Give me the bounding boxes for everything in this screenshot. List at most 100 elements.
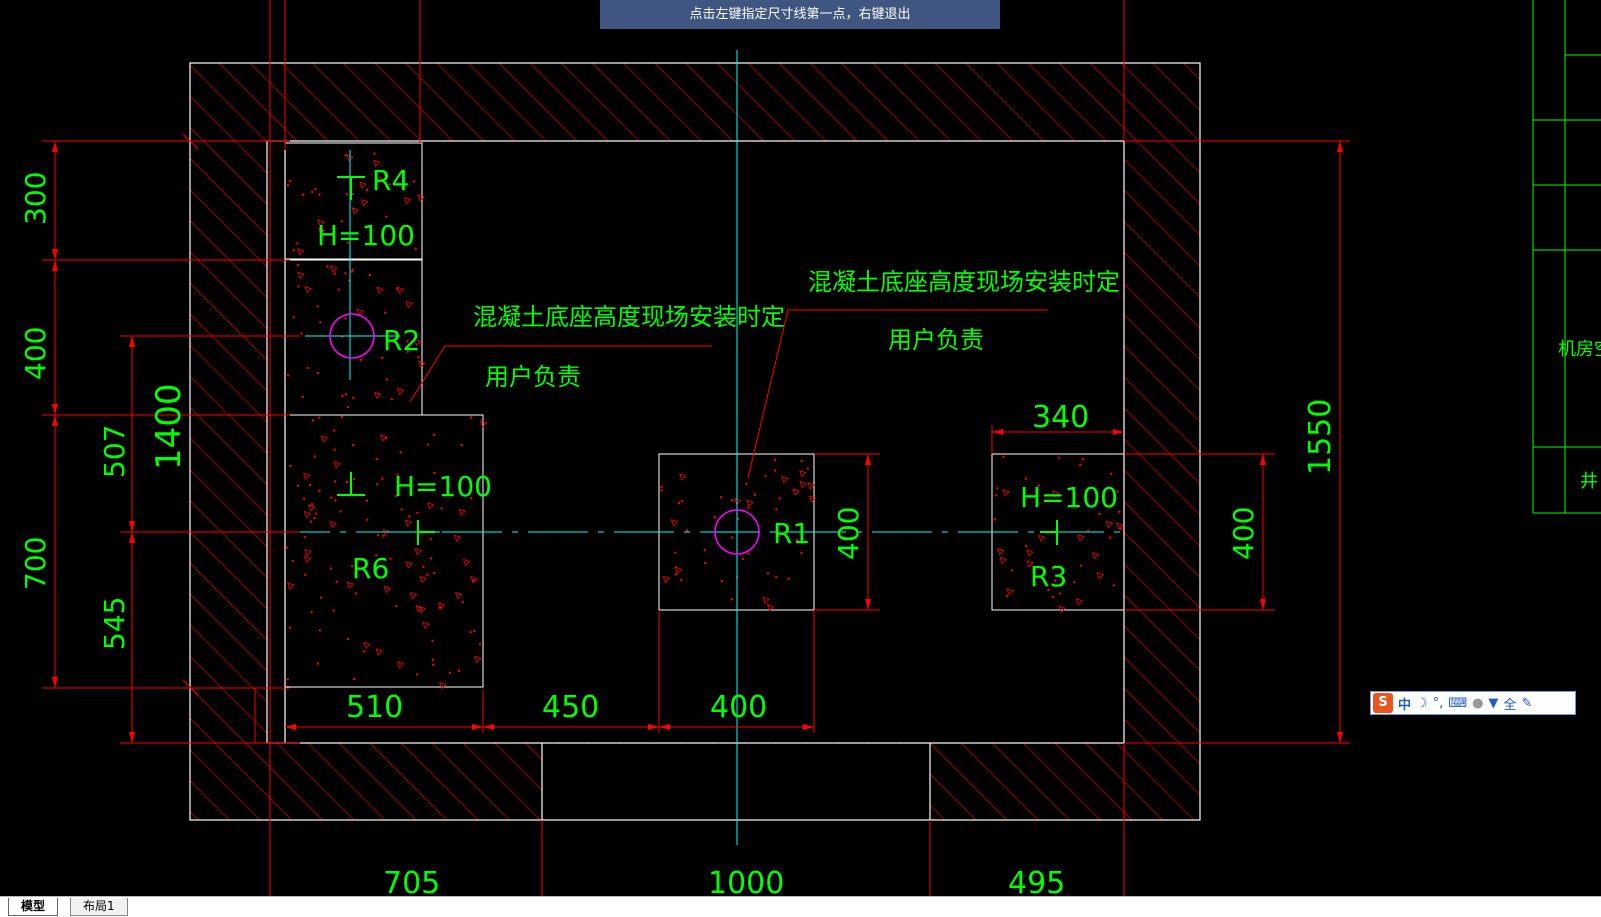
dim-bot-450: 450 <box>542 690 599 725</box>
note-left-line2: 用户负责 <box>485 363 581 391</box>
speckle-triangle <box>458 508 467 517</box>
speckle-triangle <box>670 519 679 527</box>
speckle-triangle <box>375 175 384 184</box>
dimension-arrows <box>52 141 1343 743</box>
wrench-icon[interactable]: ✎ <box>1521 695 1533 711</box>
rail-symbols <box>337 176 1058 545</box>
speckle-dot <box>388 183 391 186</box>
dim-left-300: 300 <box>19 172 52 225</box>
speckle-dot <box>775 575 778 579</box>
speckle-triangle <box>303 555 312 563</box>
speckle-dot <box>431 658 435 662</box>
speckle-dot <box>1112 584 1115 587</box>
dim-r1-400: 400 <box>832 507 865 560</box>
dim-right-1550: 1550 <box>1303 399 1338 475</box>
speckle-dot <box>778 497 781 500</box>
base-r6[interactable] <box>284 414 484 688</box>
speckle-dot <box>345 193 349 196</box>
speckle-dot <box>296 242 299 245</box>
speckle-triangle <box>304 548 312 557</box>
moon-icon[interactable]: ☽ <box>1416 695 1428 711</box>
tab-layout1[interactable]: 布局1 <box>70 898 128 916</box>
ime-toolbar[interactable]: S 中 ☽ °, ⌨ ● ▼ 全 ✎ <box>1370 691 1576 715</box>
cad-drawing-canvas[interactable]: R4 H=100 R2 H=100 R6 R1 H=100 R3 混凝土底座高度… <box>0 0 1601 896</box>
speckle-dot <box>415 673 419 676</box>
speckle-triangle <box>776 530 784 538</box>
speckle-dot <box>310 611 313 614</box>
speckle-triangle <box>418 360 426 368</box>
speckle-triangle <box>1052 490 1060 498</box>
base-r4[interactable] <box>284 142 423 260</box>
label-h-r6: H=100 <box>394 470 492 503</box>
speckle-triangle <box>808 495 817 503</box>
fullwidth-label[interactable]: 全 <box>1503 697 1517 713</box>
speckle-triangle <box>1091 551 1100 560</box>
speckle-dot <box>1116 490 1119 493</box>
speckle-dot <box>730 499 734 502</box>
label-r2: R2 <box>383 324 420 357</box>
speckle-dot <box>460 443 463 447</box>
user-icon[interactable]: ● <box>1472 695 1484 711</box>
speckle-dot <box>346 241 349 244</box>
speckle-dot <box>318 489 321 493</box>
speckle-dot <box>996 487 999 490</box>
speckle-dot <box>362 650 366 653</box>
dim-bot-705: 705 <box>383 866 440 896</box>
speckle-triangle <box>373 159 381 167</box>
speckle-triangle <box>360 198 369 207</box>
speckle-triangle <box>762 596 770 605</box>
speckle-dot <box>297 285 300 288</box>
speckle-dot <box>286 678 289 681</box>
speckle-dot <box>346 405 350 409</box>
speckle-dot <box>289 626 292 629</box>
speckle-dot <box>333 448 336 451</box>
speckle-triangle <box>426 502 435 510</box>
speckle-triangle <box>437 602 446 610</box>
command-prompt-bar: 点击左键指定尺寸线第一点，右键退出 <box>600 0 1000 29</box>
speckle-dot <box>311 419 315 422</box>
speckle-dot <box>365 188 369 192</box>
axis-lines <box>270 50 1130 845</box>
speckle-dot <box>366 518 369 521</box>
speckle-dot <box>344 272 347 275</box>
speckle-triangle <box>376 286 384 295</box>
speckle-dot <box>286 184 290 187</box>
speckle-triangle <box>474 655 482 664</box>
speckle-dot <box>314 512 318 515</box>
ime-mode-toggle[interactable]: 中 <box>1398 697 1412 713</box>
speckle-triangle <box>303 510 312 519</box>
speckle-dot <box>385 378 389 381</box>
speckle-dot <box>1079 463 1082 467</box>
speckle-dot <box>417 356 420 359</box>
keyboard-icon[interactable]: ⌨ <box>1448 695 1468 711</box>
speckle-triangle <box>746 499 754 508</box>
speckle-triangle <box>480 420 488 428</box>
tab-model[interactable]: 模型 <box>8 898 59 916</box>
speckle-dot <box>406 340 409 343</box>
speckle-triangle <box>383 585 391 594</box>
speckle-dot <box>775 508 778 511</box>
speckle-dot <box>680 499 684 503</box>
speckle-dot <box>400 508 403 511</box>
speckle-triangle <box>1026 560 1034 568</box>
speckle-triangle <box>996 547 1005 556</box>
speckle-dot <box>304 573 307 577</box>
speckle-dot <box>995 494 998 497</box>
sogou-logo-icon[interactable]: S <box>1373 693 1393 713</box>
speckle-dot <box>438 606 442 610</box>
speckle-dot <box>1058 456 1061 459</box>
label-r1: R1 <box>773 517 810 550</box>
speckle-dot <box>340 415 344 419</box>
pipe-circles <box>329 313 760 555</box>
speckle-dot <box>800 459 803 463</box>
shirt-icon[interactable]: ▼ <box>1488 695 1499 711</box>
speckle-dot <box>310 190 314 194</box>
speckle-triangle <box>792 488 800 496</box>
dim-bot-495: 495 <box>1008 866 1065 896</box>
speckle-dot <box>330 496 333 499</box>
punctuation-icon[interactable]: °, <box>1432 695 1444 711</box>
speckle-triangle <box>1038 534 1046 543</box>
speckle-dot <box>432 571 436 575</box>
speckle-dot <box>429 557 433 560</box>
speckle-dot <box>1110 472 1113 476</box>
